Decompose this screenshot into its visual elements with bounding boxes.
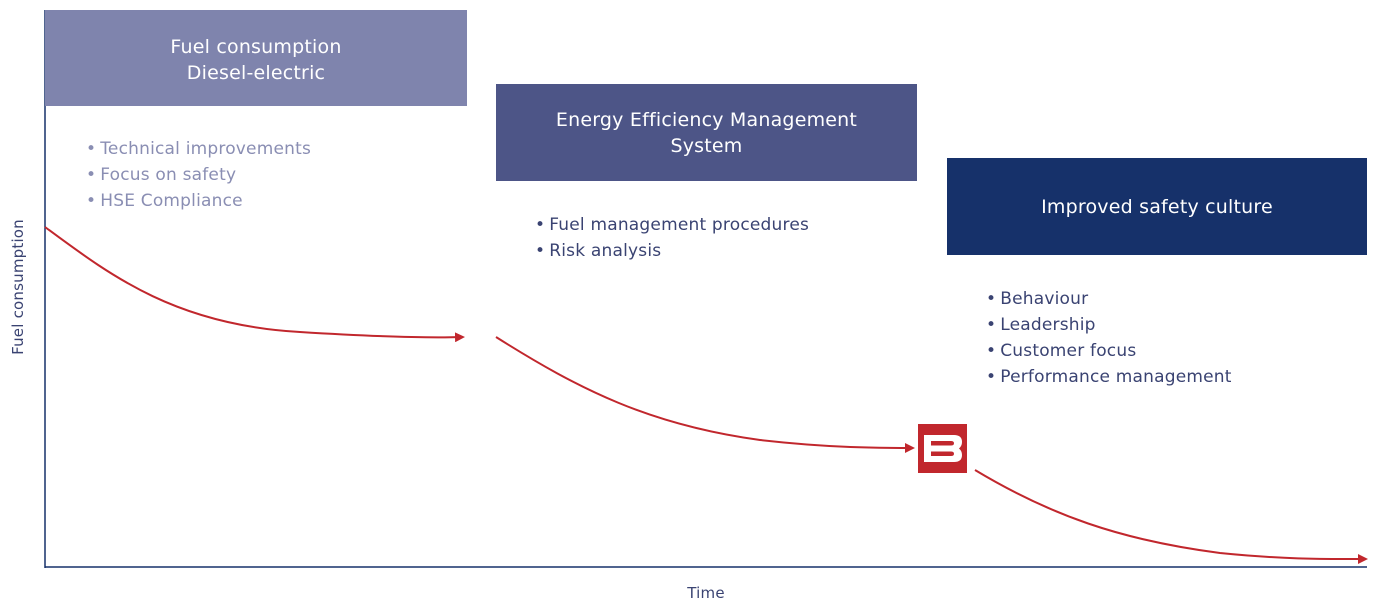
stage-3-bullets: Behaviour Leadership Customer focus Perf… <box>986 286 1232 390</box>
curve-segment-1 <box>44 226 465 343</box>
stage-3-box: Improved safety culture <box>947 158 1367 255</box>
bullet-item: Leadership <box>986 312 1232 338</box>
curve-segment-2 <box>495 336 915 453</box>
bullet-item: Performance management <box>986 364 1232 390</box>
stage-3-title: Improved safety culture <box>1041 195 1273 218</box>
stage-1-title-line-1: Fuel consumption <box>170 36 342 58</box>
bullet-item: Behaviour <box>986 286 1232 312</box>
bullet-item: HSE Compliance <box>86 188 311 214</box>
bullet-item: Customer focus <box>986 338 1232 364</box>
stage-1-box: Fuel consumption Diesel-electric <box>45 10 467 106</box>
b-logo-icon <box>918 424 967 473</box>
stage-1-bullets: Technical improvements Focus on safety H… <box>86 136 311 214</box>
bullet-item: Fuel management procedures <box>535 212 809 238</box>
stage-2-bullets: Fuel management procedures Risk analysis <box>535 212 809 264</box>
stage-2-title-line-1: Energy Efficiency Management <box>555 108 858 131</box>
bullet-item: Risk analysis <box>535 238 809 264</box>
curve-segment-3 <box>974 469 1368 565</box>
y-axis-label: Fuel consumption <box>9 219 27 355</box>
stage-2-box: Energy Efficiency Management System <box>496 84 917 181</box>
stage-1-title-line-2: Diesel-electric <box>186 62 326 84</box>
x-axis-label: Time <box>687 584 725 602</box>
stage-2-title-line-2: System <box>670 134 743 157</box>
bullet-item: Technical improvements <box>86 136 311 162</box>
bullet-item: Focus on safety <box>86 162 311 188</box>
